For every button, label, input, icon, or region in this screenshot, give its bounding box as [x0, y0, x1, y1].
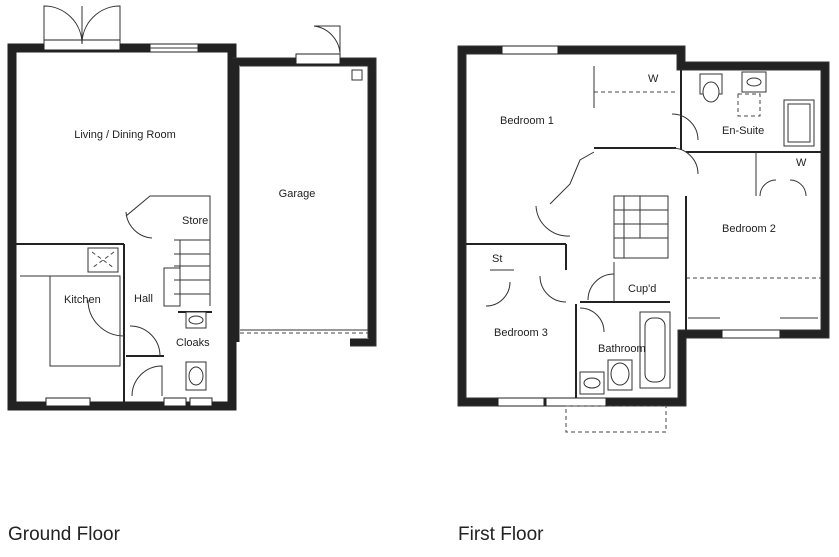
room-label-living: Living / Dining Room — [74, 129, 176, 141]
room-label-wardrobe1: W — [648, 73, 659, 85]
french-doors-icon — [43, 5, 121, 51]
room-label-bedroom1: Bedroom 1 — [500, 115, 554, 127]
room-label-bedroom2: Bedroom 2 — [722, 223, 776, 235]
ground-floor-plan: Living / Dining Room Store Kitchen Hall … — [7, 5, 377, 545]
room-label-hall: Hall — [134, 293, 153, 305]
room-label-cupboard: Cup'd — [628, 283, 656, 295]
room-label-wardrobe2: W — [796, 157, 807, 169]
first-floor-title: First Floor — [458, 524, 544, 545]
room-label-bathroom: Bathroom — [598, 343, 646, 355]
room-label-ensuite: En-Suite — [722, 125, 764, 137]
house-outer-wall — [8, 44, 236, 410]
room-label-store: Store — [182, 215, 208, 227]
garage-door-icon — [295, 25, 341, 65]
room-label-storage: St — [492, 253, 502, 265]
room-label-garage: Garage — [279, 188, 316, 200]
first-floor-plan: Bedroom 1 W En-Suite W Bedroom 2 St Cup'… — [457, 45, 830, 545]
room-label-kitchen: Kitchen — [64, 294, 101, 306]
ground-floor-title: Ground Floor — [8, 524, 121, 545]
front-door-icon — [131, 365, 163, 397]
room-label-cloaks: Cloaks — [176, 337, 210, 349]
garage-wall — [232, 58, 376, 346]
room-label-bedroom3: Bedroom 3 — [494, 327, 548, 339]
